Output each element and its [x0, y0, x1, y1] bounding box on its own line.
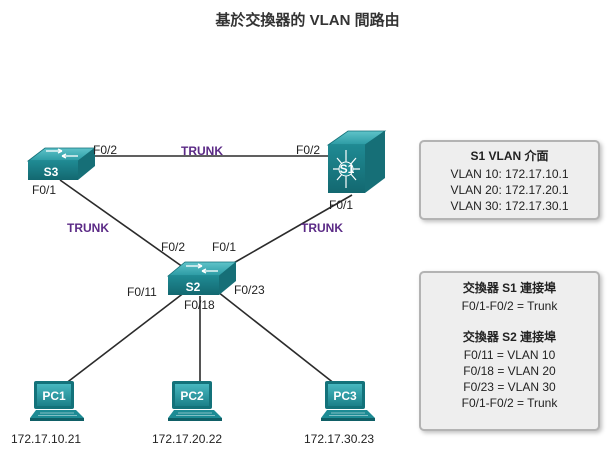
pc2-ip-address: 172.17.20.22	[152, 432, 223, 446]
s2-port-f02: F0/2	[161, 240, 186, 254]
s1-port-f02: F0/2	[296, 143, 321, 157]
pc1-ip-address: 172.17.10.21	[11, 432, 82, 446]
s2-ports-row: F0/11 = VLAN 10	[463, 348, 556, 362]
s1-port-f01: F0/1	[329, 198, 354, 212]
s1-vlan-row: VLAN 10: 172.17.10.1	[450, 167, 569, 181]
s2-label: S2	[186, 280, 201, 294]
pc1-icon[interactable]	[30, 381, 84, 421]
s2-ports-row: F0/23 = VLAN 30	[463, 380, 556, 394]
s2-port-f023: F0/23	[234, 283, 265, 297]
s1-vlan-box-header: S1 VLAN 介面	[470, 149, 549, 163]
switch-s1-icon[interactable]	[326, 130, 387, 193]
s1-label: S1	[340, 162, 355, 176]
s1-vlan-row: VLAN 20: 172.17.20.1	[450, 183, 569, 197]
s2-ports-row: F0/18 = VLAN 20	[463, 364, 556, 378]
s2-ports-row: F0/1-F0/2 = Trunk	[461, 396, 558, 410]
s2-port-f018: F0/18	[184, 298, 215, 312]
link-s1-s2	[217, 194, 353, 273]
diagram-title: 基於交換器的 VLAN 間路由	[215, 12, 400, 29]
link-s2-pc1	[64, 291, 186, 385]
s3-port-f01: F0/1	[32, 183, 57, 197]
links	[59, 155, 353, 385]
trunk-label-s1-s2: TRUNK	[301, 221, 343, 235]
s1-vlan-interfaces-box: S1 VLAN 介面 VLAN 10: 172.17.10.1 VLAN 20:…	[419, 140, 600, 220]
link-s3-s2	[59, 179, 191, 273]
s1-ports-header: 交換器 S1 連接埠	[462, 281, 557, 295]
pc1-label: PC1	[42, 389, 66, 403]
pc3-icon[interactable]	[321, 381, 375, 421]
pc3-label: PC3	[333, 389, 357, 403]
s2-port-f011: F0/11	[127, 285, 157, 299]
pc2-icon[interactable]	[168, 381, 222, 421]
trunk-label-s3-s2: TRUNK	[67, 221, 109, 235]
s3-port-f02: F0/2	[93, 143, 118, 157]
pc3-ip-address: 172.17.30.23	[304, 432, 375, 446]
switch-s2-icon[interactable]	[166, 261, 238, 295]
switch-s3-icon[interactable]	[26, 147, 97, 180]
trunk-label-s3-s1: TRUNK	[181, 144, 223, 158]
s2-ports-header: 交換器 S2 連接埠	[462, 330, 557, 344]
s1-vlan-row: VLAN 30: 172.17.30.1	[450, 199, 569, 213]
pc2-label: PC2	[180, 389, 204, 403]
s2-port-f01: F0/1	[212, 240, 237, 254]
s3-label: S3	[44, 165, 59, 179]
s1-ports-row: F0/1-F0/2 = Trunk	[461, 299, 558, 313]
switch-ports-box: 交換器 S1 連接埠 F0/1-F0/2 = Trunk 交換器 S2 連接埠 …	[419, 271, 600, 431]
link-s2-pc3	[217, 291, 336, 385]
